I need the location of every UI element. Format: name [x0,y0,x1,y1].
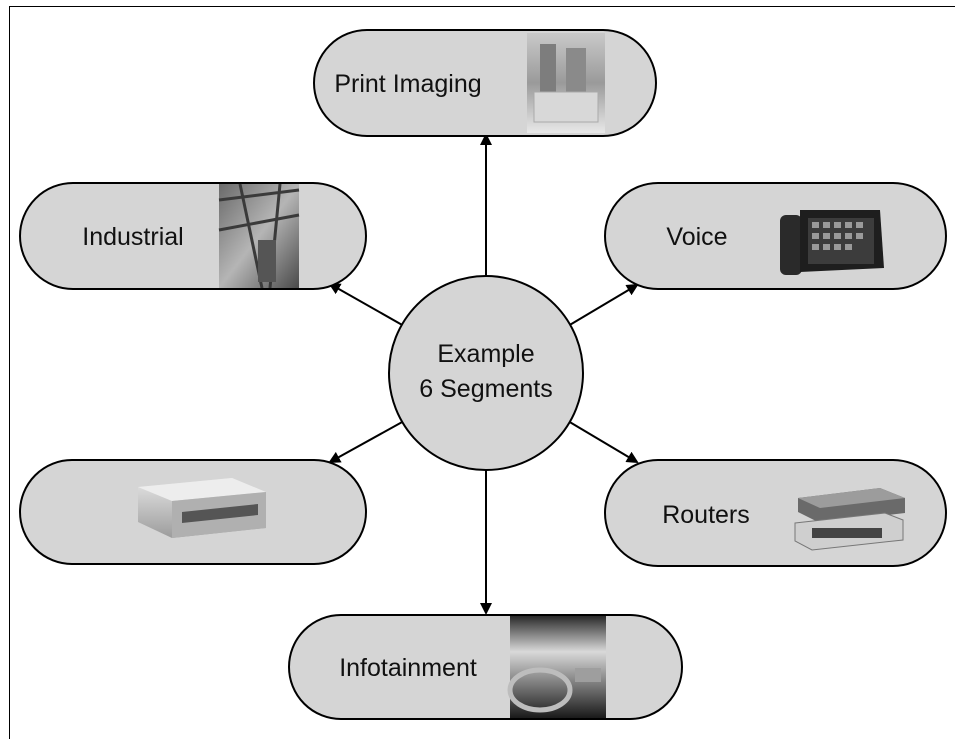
storage-box-photo-icon [138,478,266,538]
segment-label: Print Imaging [334,70,481,98]
segment-label: Routers [662,501,750,529]
arrow-to-routers [567,420,639,464]
segment-label: Industrial [82,223,183,251]
factory-workers-photo-icon [218,183,300,289]
diagram-frame [9,6,955,739]
segment-label: Voice [666,223,727,251]
desk-phone-photo-icon [780,210,884,275]
segment-industrial: Industrial [19,182,367,290]
segment-storage [19,459,367,565]
arrow-to-storage [328,420,405,463]
office-printing-photo-icon [527,33,605,133]
segment-routers: Routers [604,459,947,567]
arrow-to-voice [567,283,639,327]
segment-label: Infotainment [339,654,477,682]
arrow-to-industrial [328,283,405,327]
network-router-photo-icon [794,488,905,551]
segment-voice: Voice [604,182,947,290]
car-dashboard-photo-icon [507,616,606,718]
center-hub: Example 6 Segments [388,275,584,471]
segment-infotainment: Infotainment [288,614,683,720]
connectors [328,133,639,615]
segment-print-imaging: Print Imaging [313,29,657,137]
center-line-1: Example [437,340,534,368]
center-line-2: 6 Segments [419,375,552,403]
